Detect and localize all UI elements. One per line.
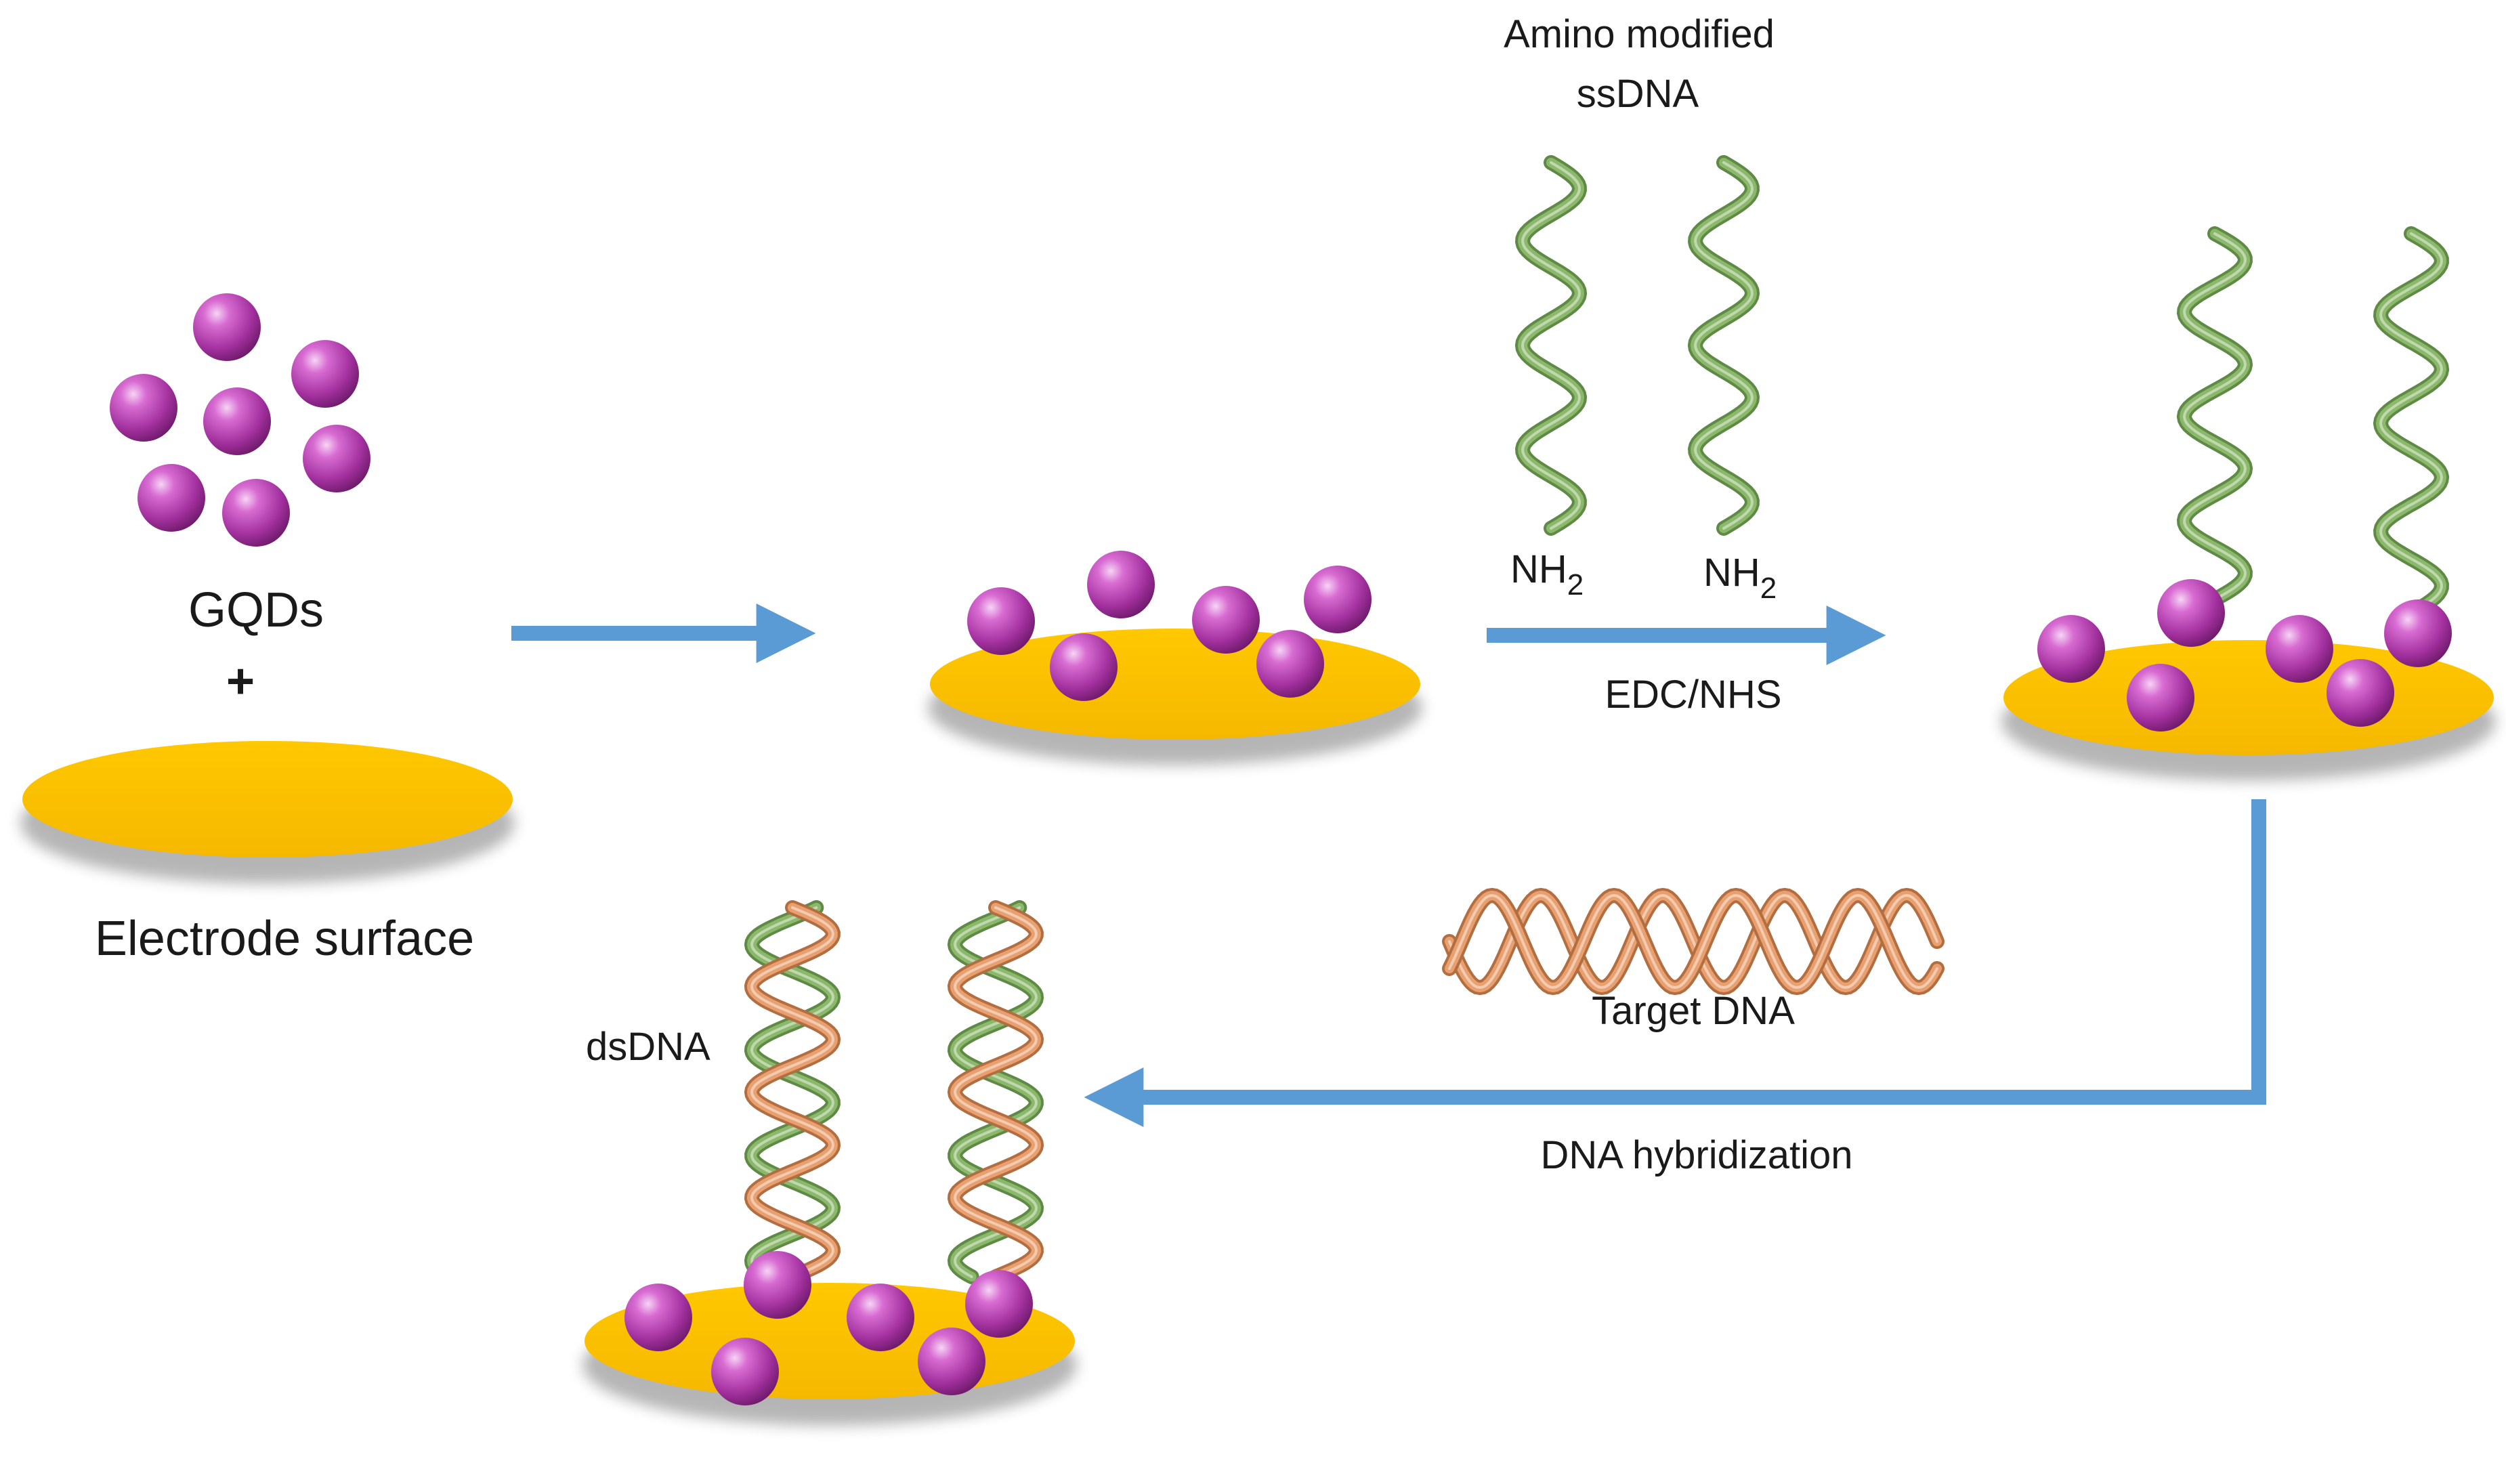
- gqd-sphere: [847, 1284, 914, 1351]
- gqd-sphere: [2327, 659, 2394, 727]
- gqd-sphere: [2127, 664, 2194, 732]
- gqd-sphere: [744, 1251, 811, 1319]
- plus-sign: +: [226, 654, 255, 708]
- gqd-sphere: [193, 293, 261, 361]
- ssdna-strand-highlight: [2182, 232, 2247, 601]
- target-dna-strand-a-highlight: [1448, 893, 1938, 990]
- target-dna-strand-a: [1445, 890, 1942, 993]
- nh2-left-label: NH2: [1510, 547, 1584, 601]
- gqd-on-electrode-3: [2037, 579, 2452, 732]
- gqd-on-electrode-2: [967, 551, 1372, 701]
- gqd-sphere: [2037, 615, 2105, 683]
- ssdna-strand-highlight: [1693, 161, 1754, 530]
- dsdna-target-strand-highlight: [953, 906, 1038, 1278]
- target-dna-label: Target DNA: [1592, 989, 1795, 1033]
- dsdna-label: dsDNA: [586, 1025, 710, 1069]
- dna-hybridization-label: DNA hybridization: [1541, 1133, 1853, 1177]
- edc-nhs-label: EDC/NHS: [1605, 673, 1781, 717]
- gqd-cluster: [110, 293, 370, 547]
- gqd-sphere: [222, 479, 290, 547]
- gqd-sphere: [203, 387, 271, 455]
- amino-modified-label: Amino modified: [1504, 12, 1775, 56]
- ssdna-label: ssDNA: [1577, 72, 1699, 116]
- gqd-sphere: [711, 1338, 779, 1405]
- gqd-sphere: [2384, 599, 2452, 667]
- gqd-sphere: [624, 1284, 692, 1351]
- immobilized-ssdna-strands: [2176, 226, 2450, 620]
- gqd-sphere: [291, 340, 359, 408]
- gqd-sphere: [918, 1328, 985, 1395]
- gqd-sphere: [1256, 630, 1324, 698]
- ssdna-strand: [2375, 229, 2447, 618]
- gqd-sphere: [967, 587, 1035, 655]
- nh2-right-label: NH2: [1703, 551, 1777, 605]
- gqd-sphere: [1304, 566, 1372, 633]
- dsdna-target-strand: [950, 903, 1042, 1281]
- dsdna-target-strand-highlight: [750, 906, 835, 1278]
- dsdna-target-strand: [746, 903, 838, 1281]
- ssdna-strand-highlight: [1521, 161, 1581, 530]
- gqd-on-electrode-4: [624, 1251, 1033, 1405]
- dsdna-strands: [744, 900, 1044, 1284]
- target-dna-helix: [1442, 887, 1945, 996]
- target-dna-strand-b: [1445, 890, 1942, 993]
- gqd-sphere: [2157, 579, 2225, 647]
- ssdna-strand: [2179, 229, 2251, 604]
- gqd-sphere: [1050, 633, 1118, 701]
- gqd-sphere: [1192, 586, 1260, 654]
- gqd-sphere: [110, 374, 177, 442]
- electrode-bare: [20, 741, 515, 884]
- ssdna-strand: [1517, 158, 1585, 533]
- gqd-sphere: [1087, 551, 1155, 618]
- gqds-label: GQDs: [188, 583, 324, 637]
- free-ssdna-strands: [1514, 155, 1760, 536]
- gqd-sphere: [2266, 615, 2333, 683]
- electrode-surface-label: Electrode surface: [95, 912, 474, 966]
- gqd-sphere: [137, 464, 205, 532]
- target-dna-strand-b-highlight: [1448, 893, 1938, 990]
- ssdna-strand: [1690, 158, 1758, 533]
- gqd-sphere: [965, 1270, 1033, 1338]
- ssdna-strand-highlight: [2379, 232, 2444, 614]
- gqd-sphere: [303, 425, 370, 492]
- arrow-step3: [1084, 799, 2266, 1127]
